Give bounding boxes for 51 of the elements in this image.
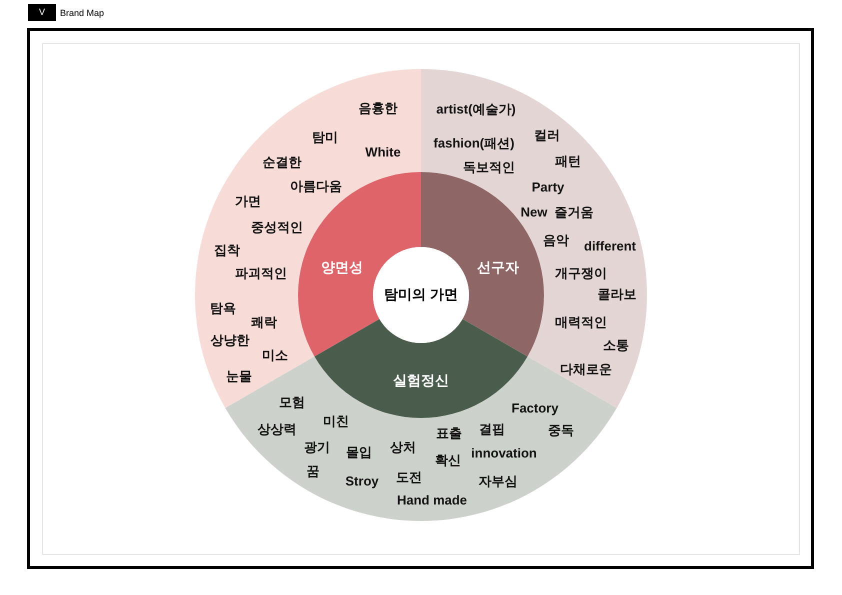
keyword: 광기 (304, 440, 330, 454)
keyword: 쾌락 (251, 316, 277, 328)
keyword: 패턴 (555, 154, 581, 168)
title: Brand Map (60, 8, 104, 19)
keyword: 모험 (279, 396, 305, 408)
keyword: 결핍 (479, 422, 505, 436)
keyword: innovation (471, 446, 537, 460)
keyword: 가면 (235, 194, 261, 208)
keyword: 독보적인 (463, 160, 515, 174)
keyword: fashion(패션) (434, 136, 514, 150)
keyword: 소통 (603, 338, 629, 352)
keyword: 파괴적인 (235, 266, 287, 280)
keyword: White (365, 146, 401, 158)
keyword: 상처 (390, 440, 416, 454)
keyword: 자부심 (478, 474, 518, 488)
keyword: 음흉한 (358, 102, 398, 114)
segment-label: 선구자 (477, 260, 519, 274)
keyword: 개구쟁이 (555, 266, 607, 280)
keyword: 중독 (548, 424, 574, 436)
keyword: 상냥한 (210, 334, 250, 346)
keyword: 상상력 (258, 422, 296, 436)
keyword: 집착 (214, 244, 240, 256)
segment-label: 양면성 (321, 260, 363, 274)
segment-label: 실험정신 (393, 373, 449, 387)
keyword: 눈물 (226, 370, 252, 382)
keyword: 음악 (543, 234, 569, 246)
keyword: Stroy (345, 474, 379, 488)
header-tab: V (28, 4, 56, 21)
keyword: 미친 (323, 414, 349, 428)
keyword: Hand made (396, 494, 468, 506)
keyword: 아름다움 (290, 180, 342, 192)
keyword: 도전 (396, 470, 422, 484)
keyword: 중성적인 (251, 220, 303, 234)
keyword: 콜라보 (598, 288, 636, 300)
keyword: 미소 (262, 348, 288, 362)
keyword: 표출 (436, 426, 462, 440)
keyword: 꿈 (306, 464, 320, 478)
keyword: artist(예술가) (436, 102, 516, 116)
keyword: 확신 (435, 454, 461, 466)
keyword: 즐거움 (554, 206, 594, 218)
keyword: 탐욕 (210, 302, 236, 314)
keyword: 컬러 (534, 128, 560, 142)
keyword: New (520, 206, 548, 218)
keyword: 탐미 (312, 130, 338, 144)
keyword: Factory (512, 402, 558, 414)
keyword: 다채로운 (560, 362, 612, 376)
keyword: different (584, 240, 636, 252)
keyword: 매력적인 (555, 316, 607, 328)
keyword: 몰입 (346, 446, 372, 458)
keyword: 순결한 (262, 156, 302, 168)
keyword: Party (532, 180, 564, 194)
